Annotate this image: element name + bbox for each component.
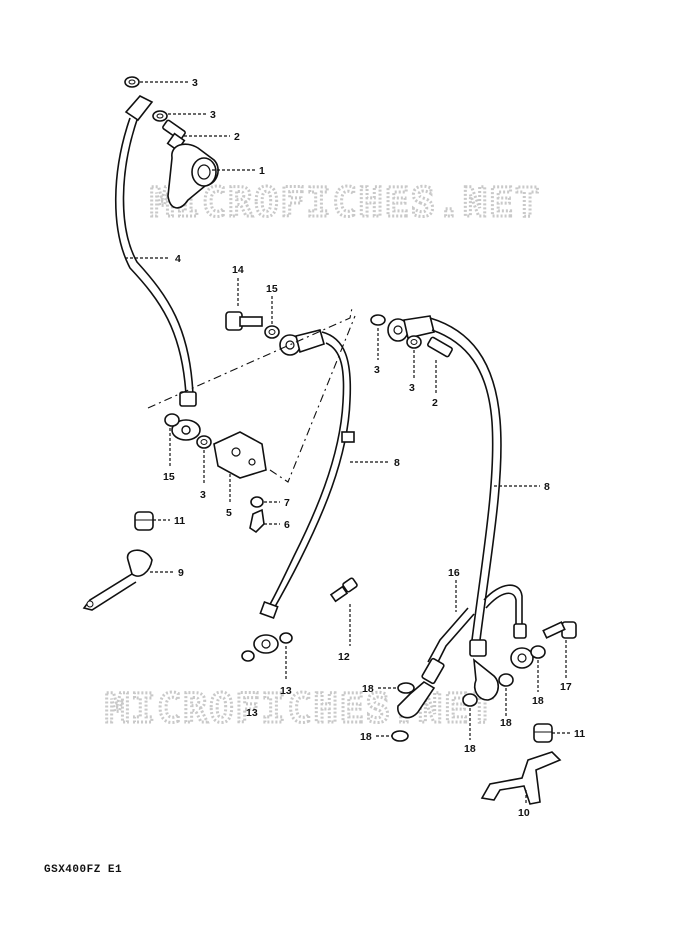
callout-c25: 18 <box>360 731 372 743</box>
callout-c21: 12 <box>338 651 350 663</box>
callout-c8: 3 <box>374 364 380 376</box>
callout-c29: 17 <box>560 681 572 693</box>
callout-c23: 13 <box>246 707 258 719</box>
callout-c10: 2 <box>432 397 438 409</box>
watermark-bottom: MICROFICHES.NET <box>105 686 496 732</box>
callout-c1: 3 <box>192 77 198 89</box>
brake-hose-8-right <box>370 314 502 701</box>
callout-c14: 7 <box>284 497 290 509</box>
washer-18-b <box>391 730 409 742</box>
callout-c6: 14 <box>232 264 244 276</box>
top-washer-3a <box>124 76 140 88</box>
brake-hose-4 <box>114 95 201 441</box>
washer-18-c <box>462 693 478 707</box>
callout-c15: 6 <box>284 519 290 531</box>
model-code: GSX400FZ E1 <box>44 864 123 876</box>
washer-7 <box>250 496 264 508</box>
callout-c17: 8 <box>544 481 550 493</box>
top-washer-3b <box>152 110 168 122</box>
bleeder-screw-2-right <box>427 336 453 358</box>
connection-line-a <box>147 307 353 409</box>
callout-c20: 16 <box>448 567 460 579</box>
callout-c26: 18 <box>464 743 476 755</box>
clamp-11-right <box>533 723 553 743</box>
washer-15-lower <box>164 413 180 427</box>
callout-c12: 3 <box>200 489 206 501</box>
hose-guide-9 <box>82 549 153 611</box>
callout-c22: 13 <box>280 685 292 697</box>
union-bolt-17 <box>542 621 577 639</box>
callout-c2: 3 <box>210 109 216 121</box>
brake-hose-8-center <box>253 329 355 654</box>
bolt-6 <box>249 508 265 534</box>
callout-c5: 4 <box>175 253 181 265</box>
union-bolt-14 <box>225 311 263 331</box>
callout-c9: 3 <box>409 382 415 394</box>
callout-c28: 18 <box>532 695 544 707</box>
master-cylinder-union-1 <box>167 143 219 209</box>
brake-pipe-16 <box>397 584 534 719</box>
washer-18-d <box>498 673 514 687</box>
callout-c7: 15 <box>266 283 278 295</box>
callout-c30: 11 <box>574 728 585 740</box>
callout-c11: 15 <box>163 471 175 483</box>
brake-hose-joint-5 <box>213 431 267 479</box>
hose-bracket-10 <box>480 751 562 805</box>
callout-c19: 9 <box>178 567 184 579</box>
callouts: 3 3 2 1 4 14 15 3 3 2 15 3 5 7 6 8 8 11 … <box>125 77 585 819</box>
washer-3-lower <box>196 435 212 449</box>
washer-13-a <box>241 650 255 662</box>
washer-3-right <box>406 335 422 349</box>
watermark-top: MICROFICHES.NET <box>150 180 541 226</box>
washer-13-b <box>279 632 293 644</box>
callout-c3: 2 <box>234 131 240 143</box>
callout-c24: 18 <box>362 683 374 695</box>
washer-18-a <box>397 682 415 694</box>
callout-c16: 8 <box>394 457 400 469</box>
callout-c4: 1 <box>259 165 265 177</box>
callout-c31: 10 <box>518 807 530 819</box>
callout-c13: 5 <box>226 507 232 519</box>
clamp-11-left <box>134 511 154 531</box>
washer-15-upper <box>264 325 280 339</box>
bolt-12 <box>329 577 358 603</box>
callout-c18: 11 <box>174 515 185 527</box>
washer-18-e <box>530 645 546 659</box>
connection-line-b <box>269 315 356 483</box>
callout-c27: 18 <box>500 717 512 729</box>
